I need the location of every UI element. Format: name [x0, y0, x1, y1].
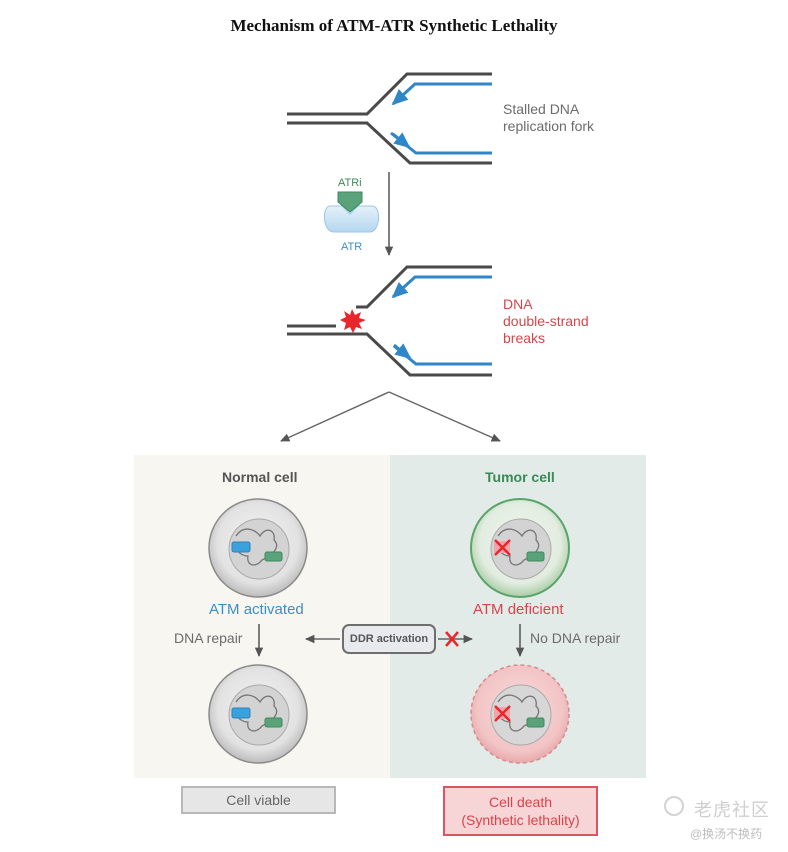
no-dna-repair-label: No DNA repair: [530, 630, 621, 646]
atri-label: ATRi: [338, 177, 362, 189]
diagram-title: Mechanism of ATM-ATR Synthetic Lethality: [230, 16, 558, 35]
synthetic-lethality-label: (Synthetic lethality): [461, 812, 580, 828]
cell-death-box: Cell death (Synthetic lethality): [443, 786, 598, 836]
atm-deficient-label: ATM deficient: [473, 601, 564, 618]
stalled-fork-label-1: Stalled DNA: [503, 101, 580, 117]
watermark-brand: 老虎社区: [694, 800, 770, 820]
watermark-logo-icon: [664, 796, 684, 816]
normal-cell-title: Normal cell: [222, 469, 298, 485]
stalled-fork-label-2: replication fork: [503, 118, 595, 134]
arrow-to-normal: [280, 391, 390, 442]
dying-cell-icon: [470, 664, 570, 764]
dsb-label-3: breaks: [503, 330, 546, 346]
atr-inhibitor-icon: [324, 191, 379, 233]
tumor-cell-title: Tumor cell: [485, 469, 555, 485]
normal-cell-icon: [208, 498, 308, 598]
dna-repair-label: DNA repair: [174, 630, 243, 646]
arrow-to-tumor: [388, 391, 501, 442]
double-strand-break-graphic: [287, 265, 492, 377]
dsb-label-2: double-strand: [503, 313, 589, 329]
blocked-x-icon: [445, 631, 459, 647]
cell-death-label: Cell death: [488, 794, 553, 810]
tumor-cell-icon: [470, 498, 570, 598]
cell-viable-box: Cell viable: [181, 786, 336, 814]
dsb-label-1: DNA: [503, 296, 533, 312]
atr-label: ATR: [341, 241, 363, 253]
watermark-handle: @换汤不换药: [690, 827, 763, 841]
viable-cell-icon: [208, 664, 308, 764]
stalled-fork-graphic: [287, 72, 492, 165]
atm-activated-label: ATM activated: [209, 601, 304, 618]
ddr-activation-box: DDR activation: [342, 624, 436, 654]
break-star-icon: [340, 309, 366, 333]
